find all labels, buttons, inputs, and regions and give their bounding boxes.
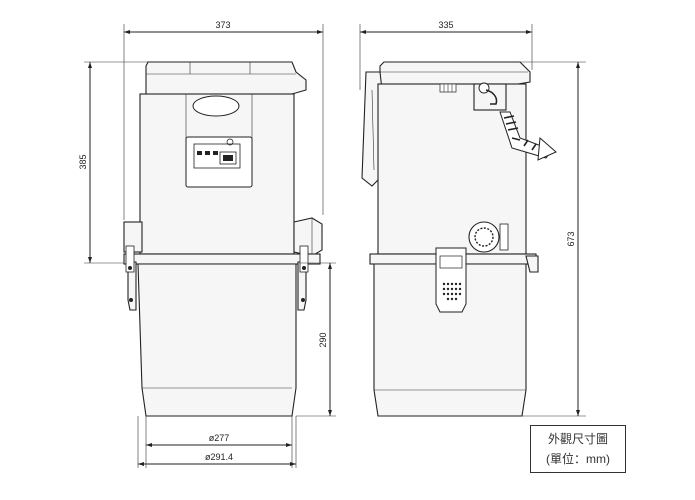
front-width-label: 373	[215, 20, 230, 30]
upper-height-label: 385	[78, 154, 88, 169]
outer-diameter-label: ø291.4	[205, 452, 233, 462]
inner-diameter-label: ø277	[209, 433, 230, 443]
front-view: 373 385	[78, 20, 336, 468]
inlet-port	[468, 221, 500, 253]
side-view: 335	[359, 20, 586, 417]
logo-plate	[192, 95, 240, 117]
legend-unit: (單位：mm)	[546, 452, 610, 466]
total-height-label: 673	[566, 231, 576, 246]
legend-title: 外觀尺寸圖	[547, 432, 608, 446]
lower-height-label: 290	[318, 332, 328, 347]
side-width-label: 335	[438, 20, 453, 30]
drawing-legend: 外觀尺寸圖 (單位：mm)	[530, 425, 626, 473]
